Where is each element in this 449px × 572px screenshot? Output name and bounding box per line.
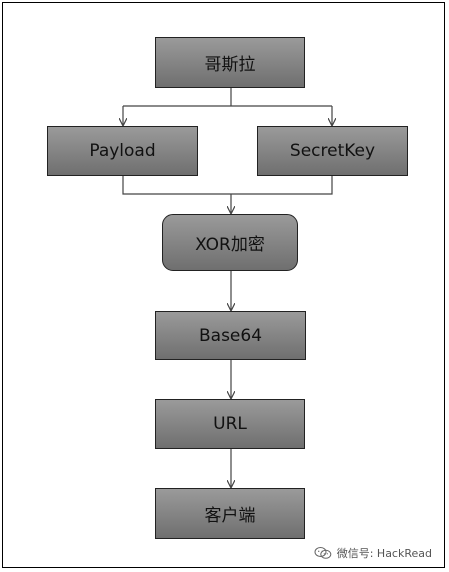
node-payload: Payload [47,126,198,176]
node-xor-encrypt: XOR加密 [162,214,298,271]
watermark-text: 微信号: HackRead [336,547,432,560]
connector-source-split [123,88,332,107]
diagram-frame [2,2,445,568]
connector-merge-to-xor [122,176,333,195]
node-client: 客户端 [155,488,305,539]
node-secret-key: SecretKey [257,126,408,176]
watermark: 微信号: HackRead [310,544,435,562]
node-base64: Base64 [155,311,306,360]
node-url: URL [155,399,305,449]
node-source: 哥斯拉 [155,37,305,88]
wechat-icon [314,546,332,560]
